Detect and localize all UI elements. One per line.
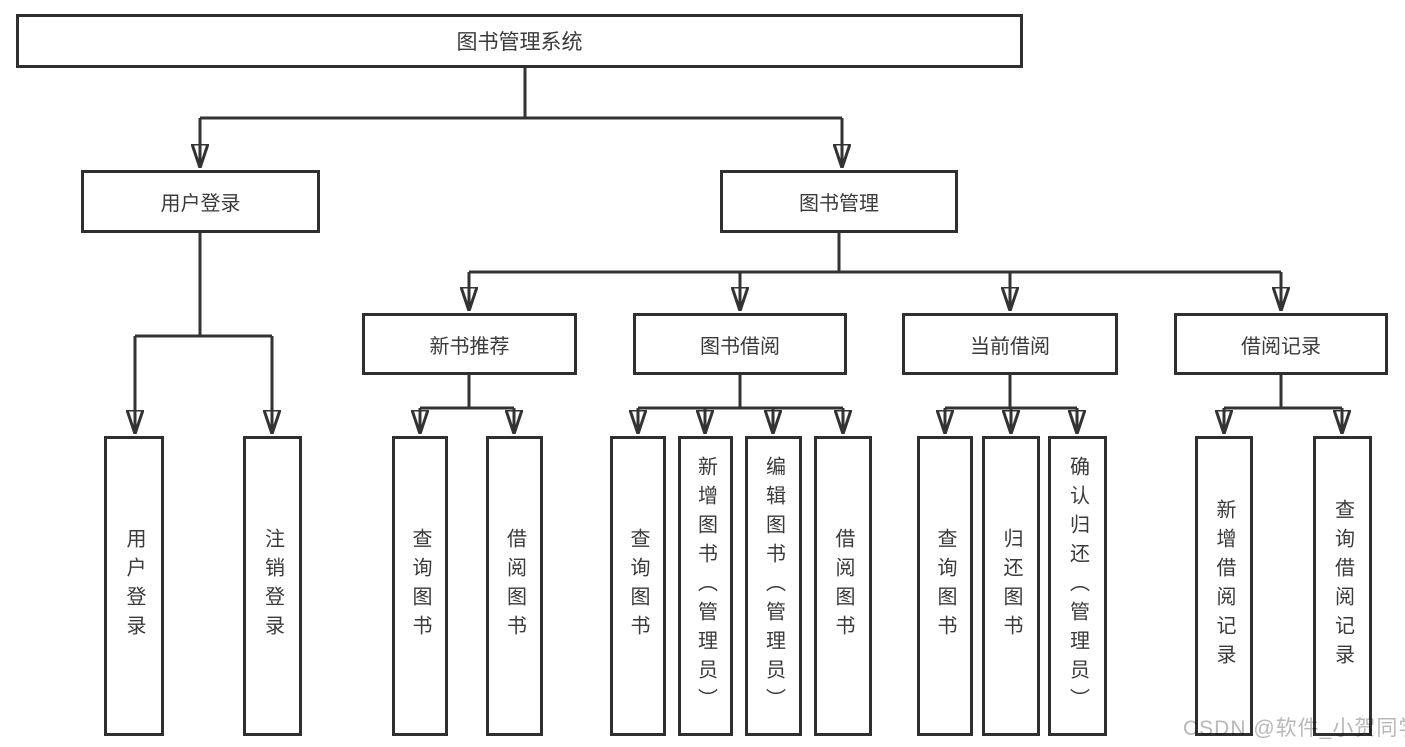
node-label: 借阅图书	[503, 528, 526, 644]
node-leaf-return-books: 归还图书	[982, 436, 1040, 736]
node-leaf-borrow-books: 借阅图书	[814, 436, 872, 736]
node-label: 借阅记录	[1241, 335, 1321, 358]
node-leaf-logout: 注销登录	[243, 436, 302, 736]
node-label: 用户登录	[160, 193, 241, 215]
node-label: 查询借阅记录	[1331, 499, 1354, 673]
node-book-borrowing: 图书借阅	[633, 313, 847, 375]
node-label: 图书管理系统	[456, 31, 583, 54]
node-leaf-add-borrow-record: 新增借阅记录	[1195, 436, 1253, 736]
node-label: 新增图书（管理员）	[694, 455, 717, 717]
node-leaf-edit-book-admin: 编辑图书（管理员）	[745, 436, 802, 736]
connector-borrow-records-branch	[1224, 375, 1342, 432]
node-label: 图书管理	[799, 193, 879, 215]
node-new-book-recommend: 新书推荐	[362, 313, 577, 375]
node-label: 编辑图书（管理员）	[762, 455, 785, 717]
node-label: 用户登录	[123, 528, 145, 644]
node-leaf-user-login: 用户登录	[104, 436, 164, 736]
node-label: 借阅图书	[832, 528, 854, 644]
node-label: 归还图书	[1000, 528, 1022, 644]
connector-book-management-branch	[469, 233, 1281, 309]
node-label: 图书借阅	[700, 335, 780, 358]
connector-current-borrow-branch	[945, 375, 1077, 432]
node-user-login-module: 用户登录	[81, 170, 320, 233]
node-leaf-query-books-borrow: 查询图书	[610, 436, 666, 736]
node-label: 查询图书	[409, 528, 431, 644]
node-leaf-query-borrow-record: 查询借阅记录	[1313, 436, 1372, 736]
node-leaf-confirm-return-admin: 确认归还（管理员）	[1048, 436, 1107, 736]
connector-user-login-branch	[135, 233, 272, 432]
node-book-management-module: 图书管理	[720, 170, 958, 233]
node-label: 当前借阅	[970, 335, 1050, 358]
node-label: 查询图书	[934, 528, 956, 644]
node-leaf-borrow-books-recommend: 借阅图书	[486, 436, 543, 736]
node-library-management-system: 图书管理系统	[16, 14, 1023, 68]
connector-root-to-level2	[200, 68, 842, 166]
node-label: 查询图书	[627, 528, 649, 644]
node-leaf-query-books-recommend: 查询图书	[392, 436, 448, 736]
node-label: 新增借阅记录	[1213, 499, 1235, 673]
node-leaf-query-books-current: 查询图书	[917, 436, 973, 736]
connector-book-borrow-branch	[638, 375, 843, 432]
node-current-borrowing: 当前借阅	[902, 313, 1118, 375]
connector-new-book-branch	[420, 375, 514, 432]
node-borrowing-records: 借阅记录	[1174, 313, 1388, 375]
csdn-watermark: CSDN @软件_小贺同学	[1183, 717, 1405, 740]
node-label: 注销登录	[261, 528, 284, 644]
node-label: 确认归还（管理员）	[1066, 455, 1089, 717]
node-leaf-add-book-admin: 新增图书（管理员）	[678, 436, 733, 736]
node-label: 新书推荐	[429, 335, 510, 358]
